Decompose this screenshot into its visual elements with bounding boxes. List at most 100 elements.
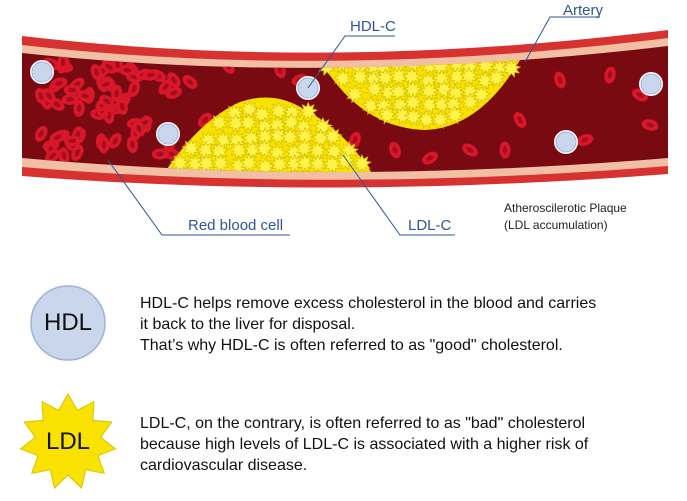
red-blood-cell: [142, 69, 160, 81]
ldl-particle: [267, 142, 288, 163]
red-blood-cell-center: [170, 76, 177, 84]
ldl-description-line: LDL-C, on the contrary, is often referre…: [140, 415, 586, 432]
ldl-particle: [268, 100, 289, 121]
ldl-particle: [401, 66, 422, 87]
plaque-label-line2: (LDL accumulation): [504, 218, 608, 232]
red-blood-cell-center: [38, 130, 44, 138]
red-blood-cell-center: [115, 60, 120, 69]
red-blood-cell: [63, 135, 81, 147]
red-blood-cell: [422, 151, 438, 165]
red-blood-cell: [132, 120, 146, 137]
ldl-particle: [252, 104, 272, 125]
ldl-particle: [388, 81, 409, 102]
red-blood-cell-center: [426, 155, 434, 161]
red-blood-cell-center: [49, 153, 56, 160]
red-blood-cell-center: [102, 81, 110, 87]
ldl-particle: [298, 101, 319, 122]
ldl-particle: [471, 84, 492, 105]
red-blood-cell: [57, 53, 69, 71]
red-blood-cell-center: [112, 137, 118, 145]
ldl-particle: [294, 138, 315, 158]
leader-line-hdl-c: [307, 35, 395, 89]
red-blood-cell-center: [119, 102, 125, 111]
ldl-particle: [268, 125, 289, 146]
ldl-particle: [170, 152, 190, 172]
red-blood-cell-center: [55, 80, 63, 86]
hdl-description-line: That’s why HDL-C is often referred to as…: [140, 337, 563, 354]
red-blood-cell-center: [68, 138, 77, 144]
ldl-particle: [431, 68, 452, 89]
ldl-particle: [430, 109, 451, 130]
red-blood-cell-center: [169, 90, 178, 96]
red-blood-cell-center: [60, 58, 66, 67]
red-blood-cell-center: [186, 78, 194, 86]
hdl-particle: [555, 131, 577, 153]
red-blood-cell: [513, 112, 527, 128]
red-blood-cell-center: [502, 146, 508, 154]
red-blood-cell: [151, 148, 169, 160]
red-blood-cell: [58, 147, 70, 165]
hdl-particle: [157, 123, 179, 145]
red-blood-cell-center: [131, 84, 137, 93]
ldl-description-line: cardiovascular disease.: [140, 457, 308, 474]
red-blood-cell-center: [167, 151, 176, 157]
red-blood-cell-center: [646, 122, 654, 128]
hdl-c-label: HDL-C: [350, 18, 396, 35]
red-blood-cell: [118, 64, 136, 76]
ldl-particle: [210, 153, 231, 172]
ldl-particle: [389, 66, 409, 86]
leader-lines: [107, 16, 600, 236]
ldl-particle: [238, 112, 259, 133]
ldl-particle: [181, 138, 202, 158]
ldl-particle: [350, 66, 371, 87]
ldl-particle: [377, 105, 398, 125]
ldl-particle: [312, 116, 333, 137]
ldl-particle: [364, 79, 385, 99]
ldl-particle: [444, 104, 465, 125]
leader-line-artery: [524, 16, 600, 63]
red-blood-cell: [576, 134, 594, 146]
hdl-description-line: HDL-C helps remove excess cholesterol in…: [140, 295, 597, 312]
red-blood-cell-center: [136, 124, 142, 133]
red-blood-cell-center: [352, 136, 358, 144]
ldl-particle: [360, 95, 381, 116]
ldl-c-label: LDL-C: [408, 217, 452, 234]
red-blood-cell: [554, 71, 566, 89]
ldl-particle: [392, 105, 413, 126]
hdl-particle: [31, 61, 53, 83]
red-blood-cell-center: [53, 101, 61, 108]
ldl-badge-icon: [19, 392, 117, 490]
red-blood-cell-center: [38, 92, 44, 101]
leader-line-red-blood-cell: [107, 159, 290, 236]
ldl-particle: [324, 141, 345, 161]
ldl-particle: [322, 126, 343, 146]
ldl-description-line: because high levels of LDL-C is associat…: [140, 436, 589, 453]
ldl-particle: [239, 152, 260, 172]
ldl-particle: [416, 109, 437, 130]
leader-line-ldl-c: [342, 154, 455, 236]
ldl-particle: [196, 153, 217, 172]
red-blood-cell: [604, 66, 616, 84]
ldl-description: LDL-C, on the contrary, is often referre…: [140, 413, 680, 476]
red-blood-cell-center: [66, 97, 75, 102]
hdl-description: HDL-C helps remove excess cholesterol in…: [140, 293, 680, 356]
red-blood-cell: [49, 131, 66, 144]
red-blood-cell: [63, 84, 81, 96]
red-blood-cell-center: [581, 137, 589, 143]
red-blood-cell: [99, 94, 115, 108]
red-blood-cell-center: [557, 76, 563, 84]
red-blood-cell: [50, 77, 68, 90]
hdl-description-line: it back to the liver for disposal.: [140, 316, 356, 333]
ldl-particle: [279, 127, 300, 147]
ldl-particle: [403, 92, 423, 113]
red-blood-cell-center: [201, 116, 209, 124]
red-blood-cell-center: [277, 66, 283, 74]
red-blood-cell-center: [517, 116, 523, 124]
red-blood-cell: [111, 84, 123, 102]
ldl-particle: [332, 68, 353, 89]
red-blood-cell: [61, 93, 79, 105]
red-blood-cell: [116, 98, 128, 116]
hdl-badge-icon: [30, 285, 106, 361]
red-blood-cell: [45, 149, 60, 163]
red-blood-cell-center: [103, 98, 111, 105]
